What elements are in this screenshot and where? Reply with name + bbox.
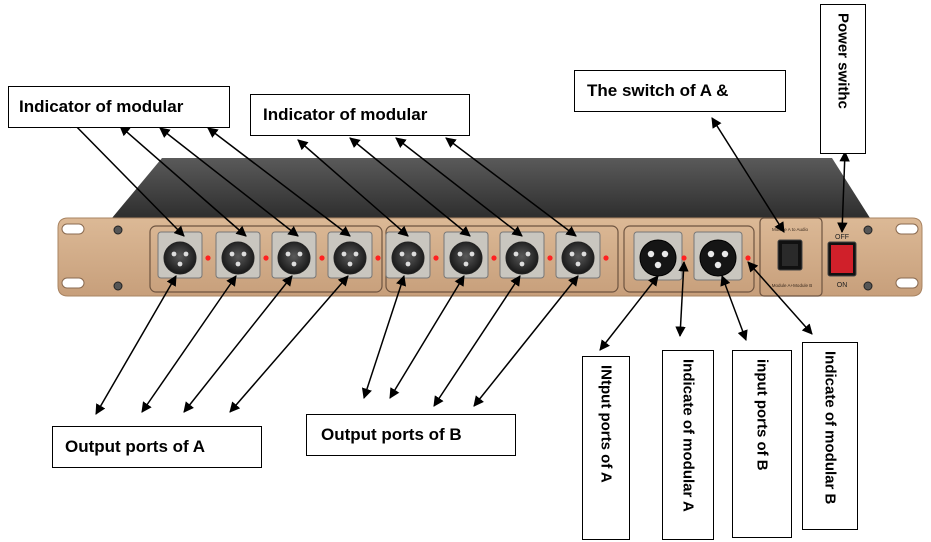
rack-slot-right-bottom: [895, 277, 919, 289]
power-on-text: ON: [837, 282, 848, 289]
module-indicator-led: [263, 255, 269, 261]
arrow-indicate-b: [747, 261, 813, 335]
xlr-input-port: [693, 231, 743, 281]
module-indicator-led: [491, 255, 497, 261]
module-indicator-led: [205, 255, 211, 261]
xlr-output-port: [385, 231, 439, 279]
label-power-switch: Power swithc: [820, 4, 866, 154]
label-indicator-a-text: Indicator of modular: [19, 97, 184, 116]
module-indicator-led: [603, 255, 609, 261]
label-indicate-a-text: Indicate of modular A: [679, 359, 697, 512]
arrow-power: [837, 150, 850, 234]
arrow-switch: [711, 117, 785, 233]
switch-plate-top-text: Module A to Audio: [772, 227, 809, 232]
label-input-a-text: INtput ports of A: [597, 365, 615, 483]
label-output-a-text: Output ports of A: [65, 437, 206, 456]
label-indicate-a: Indicate of modular A: [662, 350, 714, 540]
label-power-switch-text: Power swithc: [834, 13, 852, 109]
label-input-a: INtput ports of A: [582, 356, 630, 540]
switch-plate-bottom-text: Module A+Module B: [772, 283, 812, 288]
arrow-input-b: [720, 275, 748, 341]
ab-switch-rocker: [782, 244, 798, 266]
power-off-text: OFF: [835, 234, 849, 241]
xlr-output-port: [215, 231, 269, 279]
rack-slot-left-bottom: [61, 277, 85, 289]
xlr-input-port: [633, 231, 683, 281]
arrows-output-a: [95, 275, 349, 415]
arrows-indicator-a: [67, 117, 351, 237]
module-indicator-led: [375, 255, 381, 261]
label-output-b-text: Output ports of B: [321, 425, 462, 444]
module-indicator-led: [681, 255, 687, 261]
xlr-output-port: [327, 231, 381, 279]
xlr-output-port: [499, 231, 553, 279]
arrow-input-a: [599, 275, 659, 351]
label-switch-ab: The switch of A &: [574, 70, 786, 112]
label-output-a: Output ports of A: [52, 426, 262, 468]
label-output-b: Output ports of B: [306, 414, 516, 456]
module-indicator-led: [433, 255, 439, 261]
label-indicate-b-text: Indicate of modular B: [821, 351, 839, 505]
module-indicator-led: [319, 255, 325, 261]
label-switch-ab-text: The switch of A &: [587, 81, 729, 100]
xlr-output-port: [271, 231, 325, 279]
xlr-output-port: [157, 231, 211, 279]
inputs-frame: [623, 225, 755, 293]
xlr-output-port: [555, 231, 609, 279]
arrows-output-b: [361, 275, 579, 407]
rack-slot-right: [895, 223, 919, 235]
power-switch-rocker: [831, 245, 853, 273]
module-indicator-led: [745, 255, 751, 261]
module-indicator-led: [547, 255, 553, 261]
label-indicator-b-text: Indicator of modular: [263, 105, 428, 124]
label-indicate-b: Indicate of modular B: [802, 342, 858, 530]
arrows-indicator-b: [297, 137, 577, 237]
arrow-indicate-a: [675, 260, 689, 338]
label-indicator-b: Indicator of modular: [250, 94, 470, 136]
label-input-b: input ports of B: [732, 350, 792, 538]
rack-slot-left: [61, 223, 85, 235]
label-indicator-a: Indicator of modular: [8, 86, 230, 128]
label-input-b-text: input ports of B: [753, 359, 771, 471]
xlr-output-port: [443, 231, 497, 279]
